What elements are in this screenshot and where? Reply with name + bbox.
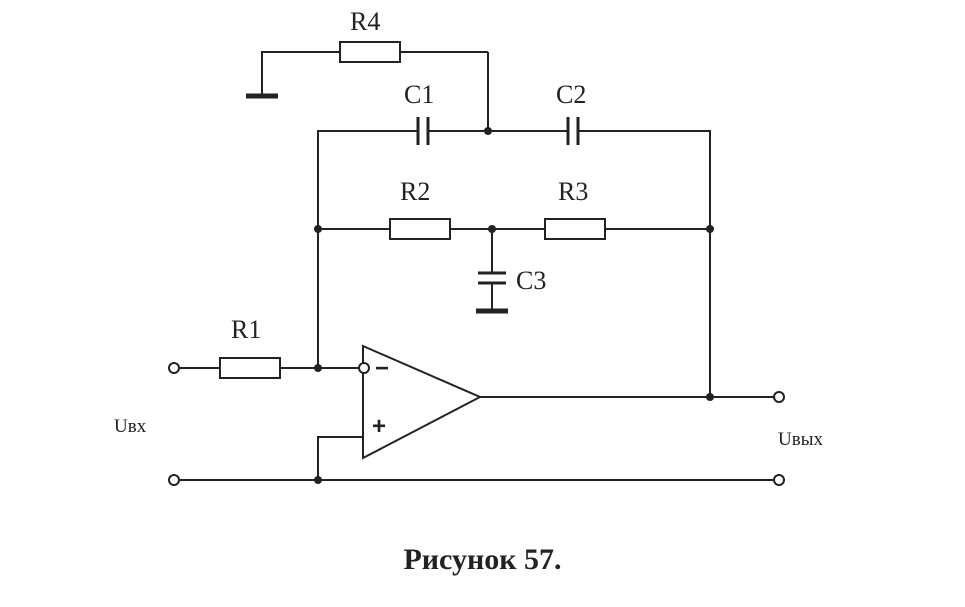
resistor-r1: [219, 357, 281, 379]
input-branch: [179, 229, 360, 379]
inverting-input-circle: [358, 362, 370, 374]
label-r2: R2: [400, 177, 430, 206]
label-u-in: Uвх: [114, 416, 147, 437]
input-terminal-bottom: [168, 474, 180, 486]
junction-dot: [314, 476, 322, 484]
label-r1: R1: [231, 315, 261, 344]
junction-dot: [706, 393, 714, 401]
op-amp: [317, 344, 775, 480]
label-r4: R4: [350, 7, 380, 36]
output-terminal-bottom: [773, 474, 785, 486]
junction-dot: [314, 364, 322, 372]
figure-caption: Рисунок 57.: [403, 543, 562, 576]
label-u-out: Uвых: [778, 429, 823, 450]
output-terminal-top: [773, 391, 785, 403]
junction-dot: [488, 225, 496, 233]
junction-dot: [314, 225, 322, 233]
capacitor-c2: [566, 117, 580, 145]
capacitor-c1: [416, 117, 430, 145]
label-plus: +: [372, 413, 386, 440]
label-c2: C2: [556, 80, 586, 109]
capacitor-c3: [476, 229, 508, 314]
label-c3: C3: [516, 266, 546, 295]
junction-dot: [484, 127, 492, 135]
label-c1: C1: [404, 80, 434, 109]
resistor-r3: [544, 218, 606, 240]
resistor-r4: [339, 41, 401, 63]
junction-dot: [706, 225, 714, 233]
label-minus: −: [375, 355, 389, 382]
resistor-rail: [318, 218, 710, 240]
capacitor-rail: [317, 117, 711, 229]
input-terminal-top: [168, 362, 180, 374]
junction-dots: [314, 127, 714, 484]
label-r3: R3: [558, 177, 588, 206]
r4-branch: [246, 41, 489, 131]
resistor-r2: [389, 218, 451, 240]
